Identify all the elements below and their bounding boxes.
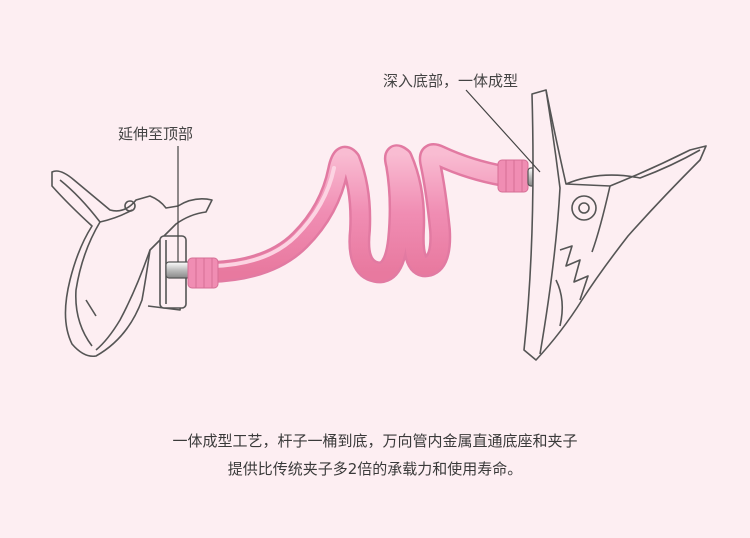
flexible-tube xyxy=(187,143,529,289)
caption-line-2: 提供比传统夹子多2倍的承载力和使用寿命。 xyxy=(227,460,523,478)
right-clip xyxy=(523,89,707,361)
caption-line-1: 一体成型工艺，杆子一桶到底，万向管内金属直通底座和夹子 xyxy=(172,432,578,450)
left-metal-pin xyxy=(165,261,191,279)
callout-deep-to-bottom: 深入底部，一体成型 xyxy=(383,72,519,90)
left-clip xyxy=(51,170,213,358)
callout-extend-to-top: 延伸至顶部 xyxy=(118,125,194,143)
callout-lines xyxy=(177,89,541,262)
